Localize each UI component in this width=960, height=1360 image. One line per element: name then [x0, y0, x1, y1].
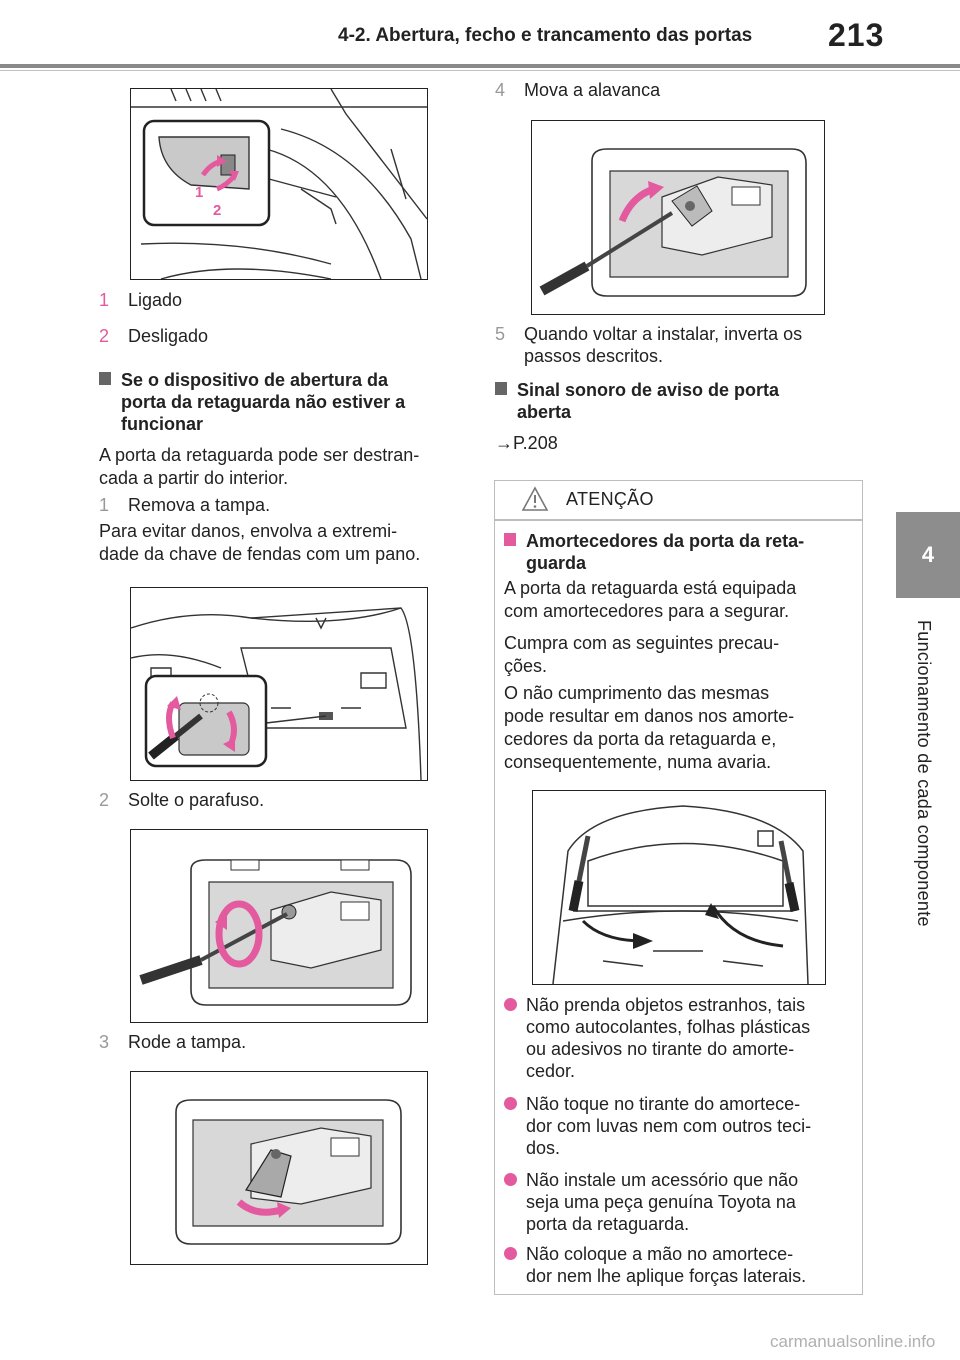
section-heading-line: Sinal sonoro de aviso de porta: [517, 380, 780, 400]
step-4: 4 Mova a alavanca: [495, 79, 855, 103]
figure-move-lever: [531, 120, 825, 315]
section-heading-line: funcionar: [121, 414, 204, 434]
page-reference-link[interactable]: →P.208: [495, 433, 558, 453]
paragraph-line: ções.: [504, 656, 548, 676]
step-text: Mova a alavanca: [524, 80, 661, 100]
note-paragraph: Para evitar danos, envolva a extremi- da…: [99, 520, 469, 566]
page-number: 213: [828, 17, 885, 53]
bullet-line: como autocolantes, folhas plásticas: [526, 1017, 811, 1037]
bullet-dot: [504, 1247, 517, 1260]
paragraph-line: pode resultar em danos nos amorte-: [504, 706, 795, 726]
section-header-title: 4-2. Abertura, fecho e trancamento das p…: [338, 25, 753, 46]
figure-callout-2: 2: [213, 202, 221, 219]
bullet-line: porta da retaguarda.: [526, 1214, 690, 1234]
legend-item-2: 2 Desligado: [99, 325, 459, 349]
bullet-line: dor nem lhe aplique forças laterais.: [526, 1266, 807, 1286]
figure-door-lock-switch: 1 2: [130, 88, 428, 280]
step-3: 3 Rode a tampa.: [99, 1031, 459, 1055]
legend-item-1: 1 Ligado: [99, 289, 459, 313]
warning-paragraph: O não cumprimento das mesmas pode result…: [504, 682, 854, 774]
warning-triangle-icon: [521, 486, 549, 511]
legend-text: Ligado: [128, 290, 183, 310]
bullet-line: dor com luvas nem com outros teci-: [526, 1116, 812, 1136]
bullet-line: Não coloque a mão no amortece-: [526, 1244, 794, 1264]
paragraph-line: cedores da porta da retaguarda e,: [504, 729, 777, 749]
warning-bullet-2: Não toque no tirante do amortece- dor co…: [504, 1093, 854, 1161]
section-heading-line: porta da retaguarda não estiver a: [121, 392, 406, 412]
step-text: Remova a tampa.: [128, 495, 271, 515]
section-marker: [495, 382, 507, 395]
section-marker: [504, 533, 516, 546]
warning-header-divider: [494, 519, 863, 521]
bullet-line: cedor.: [526, 1061, 576, 1081]
paragraph-line: com amortecedores para a segurar.: [504, 601, 790, 621]
section-marker: [99, 372, 111, 385]
bullet-dot: [504, 1173, 517, 1186]
bullet-line: Não prenda objetos estranhos, tais: [526, 995, 806, 1015]
section-heading-open-door-buzzer: Sinal sonoro de aviso de porta aberta: [495, 379, 855, 425]
bullet-line: Não toque no tirante do amortece-: [526, 1094, 801, 1114]
bullet-line: seja uma peça genuína Toyota na: [526, 1192, 796, 1212]
paragraph-line: Cumpra com as seguintes precau-: [504, 633, 780, 653]
figure-tailgate-dampers: [532, 790, 826, 985]
legend-number: 1: [99, 290, 110, 310]
warning-box: [494, 480, 863, 1295]
paragraph-line: A porta da retaguarda está equipada: [504, 578, 797, 598]
legend-number: 2: [99, 326, 110, 346]
bullet-line: dos.: [526, 1138, 561, 1158]
header-divider: [0, 64, 960, 68]
paragraph-line: A porta da retaguarda pode ser destran-: [99, 445, 420, 465]
bullet-line: ou adesivos no tirante do amorte-: [526, 1039, 795, 1059]
warning-title: ATENÇÃO: [566, 489, 654, 509]
step-number: 1: [99, 495, 110, 515]
step-number: 4: [495, 80, 506, 100]
figure-rotate-cover: [130, 1071, 428, 1265]
bullet-dot: [504, 1097, 517, 1110]
paragraph-line: cada a partir do interior.: [99, 468, 289, 488]
footer-watermark: carmanualsonline.info: [770, 1332, 936, 1351]
note-line: dade da chave de fendas com um pano.: [99, 544, 421, 564]
step-text-line: passos descritos.: [524, 346, 664, 366]
chapter-label: Funcionamento de cada componente: [914, 620, 934, 927]
bullet-dot: [504, 998, 517, 1011]
warning-subtitle-line: Amortecedores da porta da reta-: [526, 531, 805, 551]
header-divider-thin: [0, 70, 960, 71]
step-number: 5: [495, 324, 506, 344]
warning-paragraph: A porta da retaguarda está equipada com …: [504, 577, 854, 623]
warning-subtitle-line: guarda: [526, 553, 587, 573]
step-text: Rode a tampa.: [128, 1032, 247, 1052]
section-paragraph: A porta da retaguarda pode ser destran- …: [99, 444, 469, 490]
figure-callout-1: 1: [195, 184, 203, 201]
step-text: Solte o parafuso.: [128, 790, 265, 810]
note-line: Para evitar danos, envolva a extremi-: [99, 521, 398, 541]
figure-remove-cover: [130, 587, 428, 781]
bullet-line: Não instale um acessório que não: [526, 1170, 799, 1190]
step-number: 3: [99, 1032, 110, 1052]
step-1: 1 Remova a tampa.: [99, 494, 459, 518]
warning-bullet-4: Não coloque a mão no amortece- dor nem l…: [504, 1243, 854, 1289]
warning-bullet-1: Não prenda objetos estranhos, tais como …: [504, 994, 854, 1086]
section-heading-line: aberta: [517, 402, 572, 422]
legend-text: Desligado: [128, 326, 209, 346]
warning-subtitle: Amortecedores da porta da reta- guarda: [504, 530, 849, 576]
chapter-tab: 4: [896, 512, 960, 598]
section-heading-line: Se o dispositivo de abertura da: [121, 370, 389, 390]
step-5: 5 Quando voltar a instalar, inverta os p…: [495, 323, 855, 369]
section-heading-emergency-release: Se o dispositivo de abertura da porta da…: [99, 369, 469, 439]
step-2: 2 Solte o parafuso.: [99, 789, 459, 813]
step-text-line: Quando voltar a instalar, inverta os: [524, 324, 803, 344]
paragraph-line: consequentemente, numa avaria.: [504, 752, 772, 772]
paragraph-line: O não cumprimento das mesmas: [504, 683, 770, 703]
step-number: 2: [99, 790, 110, 810]
warning-paragraph: Cumpra com as seguintes precau- ções.: [504, 632, 854, 678]
warning-bullet-3: Não instale um acessório que não seja um…: [504, 1169, 854, 1237]
figure-loosen-screw: [130, 829, 428, 1023]
